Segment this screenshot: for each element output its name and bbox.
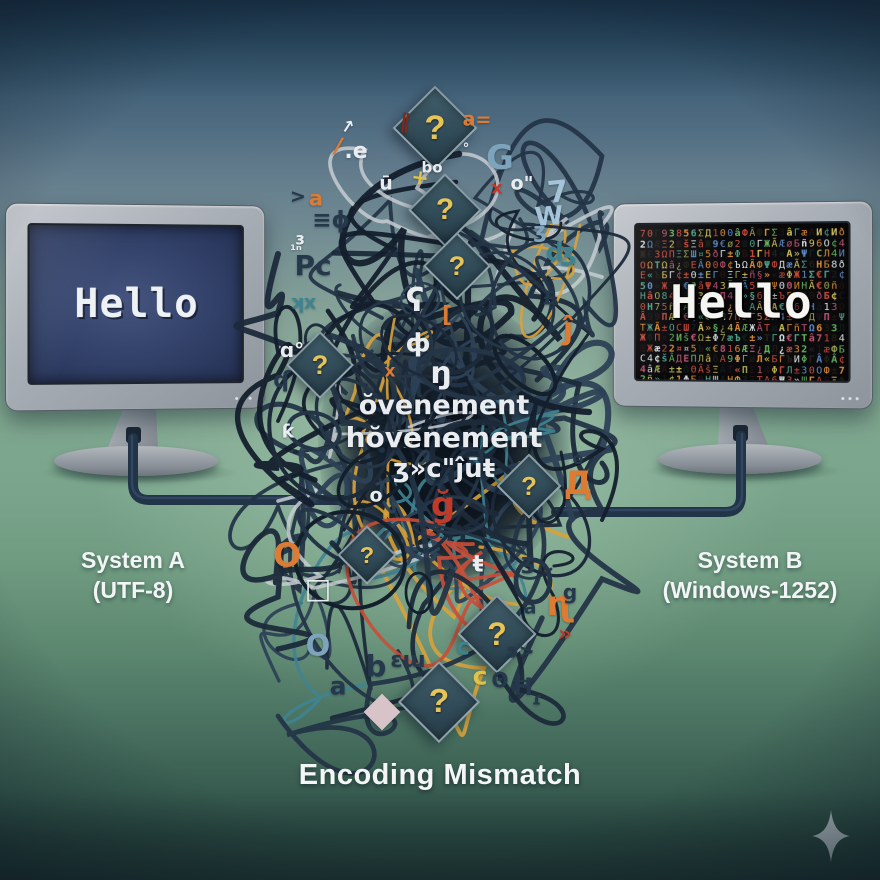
- question-diamond: ?: [337, 525, 397, 585]
- stray-character-glyph: ū: [379, 172, 393, 195]
- monitor-b-screen: 70Γ9З856ΣД100âФÂФΓΣ3âГæAИ¢Иð2ΩÆΞ2БšΞâЖ9€…: [634, 220, 851, 383]
- stray-character-glyph: ʠ: [273, 368, 291, 393]
- stray-character-glyph: /: [331, 133, 345, 160]
- stray-character-glyph: □: [304, 572, 332, 605]
- stray-character-glyph: ʒ: [520, 550, 536, 575]
- stray-character-glyph: a: [329, 671, 347, 701]
- stray-character-glyph: b: [365, 649, 387, 684]
- monitor-system-a: Hello: [5, 202, 268, 484]
- stray-character-glyph: x: [491, 178, 503, 199]
- stray-character-glyph: ф: [405, 328, 431, 358]
- system-b-label: System B (Windows-1252): [640, 545, 860, 605]
- question-diamond: ?: [397, 660, 481, 744]
- stray-character-glyph: ɜ: [295, 229, 305, 250]
- accent-diamond: [363, 693, 401, 731]
- screen-a-reflection: [29, 225, 242, 383]
- question-mark: ?: [359, 541, 375, 568]
- stray-character-glyph: ĵ: [562, 312, 574, 347]
- stray-character-glyph: £: [542, 287, 556, 310]
- system-b-name: System B: [697, 547, 803, 573]
- stray-character-glyph: c: [456, 634, 470, 661]
- stray-character-glyph: ɑ°: [279, 338, 305, 362]
- stray-character-glyph: x: [384, 361, 396, 382]
- stray-character-glyph: a=: [462, 108, 492, 131]
- stray-character-glyph: Θ: [491, 668, 509, 692]
- monitor-b-stand-base: [658, 444, 822, 474]
- question-mark: ?: [448, 250, 466, 281]
- stray-character-glyph: °: [462, 141, 470, 157]
- question-mark: ?: [435, 193, 455, 226]
- stray-character-glyph: >: [290, 185, 306, 208]
- stray-character-glyph: o": [510, 172, 534, 195]
- question-mark: ?: [311, 349, 329, 380]
- mojibake-text-line-3: ʒ»c"ĵūŧ: [392, 454, 496, 484]
- monitor-a-screen: Hello: [27, 222, 244, 385]
- system-b-encoding: (Windows-1252): [662, 577, 838, 603]
- monitor-b-indicator-lights: [841, 397, 859, 401]
- stray-character-glyph: ʕ: [405, 281, 425, 319]
- question-diamond: ?: [423, 232, 491, 300]
- stray-character-glyph: ɾ: [531, 689, 543, 710]
- question-mark: ?: [428, 683, 450, 720]
- stray-character-glyph: ʤ: [545, 237, 577, 267]
- stray-character-glyph: ʒ: [533, 218, 547, 243]
- stray-character-glyph: O: [305, 628, 331, 663]
- stray-character-glyph: Pc: [294, 249, 332, 282]
- stray-character-glyph: a: [523, 596, 537, 619]
- stray-character-glyph: ŧ: [472, 551, 484, 578]
- question-mark: ?: [424, 108, 446, 147]
- stray-character-glyph: ʞx: [289, 291, 317, 314]
- stray-character-glyph: ğ: [430, 485, 456, 525]
- monitor-b-bezel: 70Γ9З856ΣД100âФÂФΓΣ3âГæAИ¢Иð2ΩÆΞ2БšΞâЖ9€…: [612, 200, 873, 410]
- stray-character-glyph: [: [441, 303, 453, 328]
- stray-character-glyph: g: [562, 580, 578, 604]
- system-a-name: System A: [81, 547, 185, 573]
- page-title: Encoding Mismatch: [298, 759, 582, 791]
- system-a-label: System A (UTF-8): [23, 545, 243, 605]
- sparkle-icon: [812, 810, 850, 862]
- stray-character-glyph: ≡ɸ: [312, 207, 350, 234]
- stray-character-glyph: +: [409, 164, 431, 191]
- stray-character-glyph: c: [472, 661, 488, 691]
- mojibake-text-line-1: ŏvenement: [358, 390, 530, 421]
- system-a-encoding: (UTF-8): [92, 577, 174, 603]
- stray-character-glyph: o: [369, 484, 383, 507]
- stray-character-glyph: G: [486, 138, 514, 178]
- mojibake-text-line-2: hŏvenement: [345, 421, 543, 454]
- monitor-a-stand-base: [54, 446, 218, 476]
- stray-character-glyph: ŋ: [430, 356, 452, 391]
- stray-character-glyph: .e: [344, 139, 368, 164]
- monitor-system-b: 70Γ9З856ΣД100âФÂФΓΣ3âГæAИ¢Иð2ΩÆΞ2БšΞâЖ9€…: [610, 200, 873, 482]
- screen-b-reflection: [636, 223, 849, 381]
- stray-character-glyph: »: [558, 621, 572, 646]
- monitor-a-bezel: Hello: [5, 202, 266, 412]
- stray-character-glyph: ɔ>: [507, 640, 535, 663]
- stray-character-glyph: O: [272, 535, 302, 575]
- stray-character-glyph: ɛɯ: [390, 648, 426, 673]
- stray-character-glyph: a: [308, 186, 324, 211]
